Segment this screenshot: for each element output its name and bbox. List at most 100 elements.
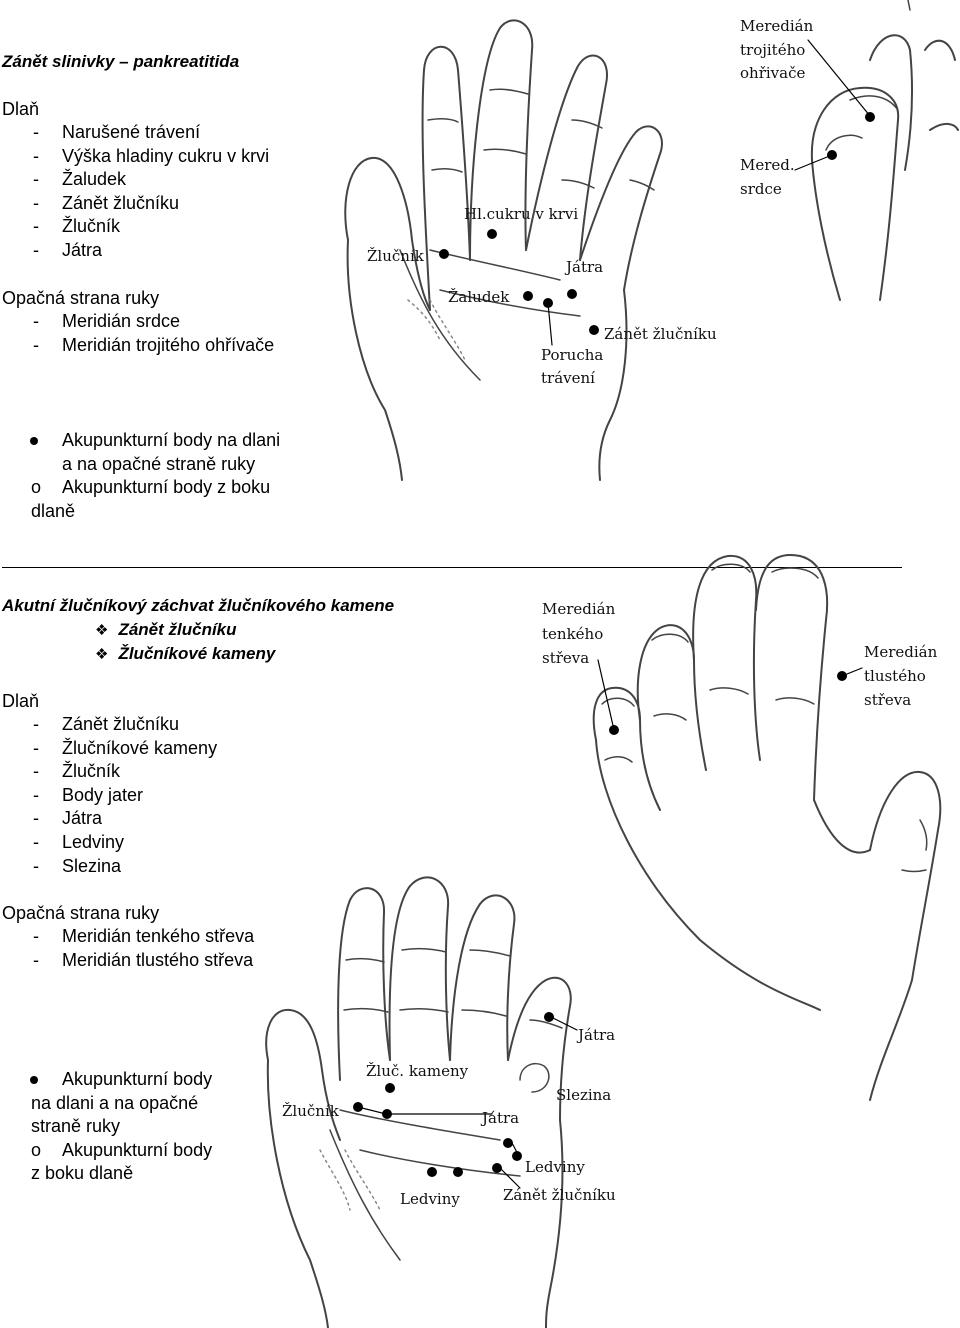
list-item: Zánět žlučníku: [0, 192, 269, 216]
point-ledviny-left-1: [427, 1167, 437, 1177]
legend-o-mark: o: [31, 1139, 42, 1160]
list-item: Meridián tenkého střeva: [0, 925, 254, 949]
label-jatra: Játra: [564, 258, 603, 276]
point-jatra: [567, 289, 577, 299]
label-ledviny-left: Ledviny: [400, 1190, 460, 1208]
diamond-bullet-icon: ❖: [95, 646, 109, 663]
label-meredian-tenk: Meredián: [542, 600, 616, 618]
section1-back-list: Meridián srdce Meridián trojitého ohříva…: [0, 310, 274, 357]
section2-palm-heading: Dlaň: [2, 691, 40, 711]
label-streva-2: střeva: [864, 691, 911, 709]
section1-palm-heading: Dlaň: [2, 99, 40, 119]
point-ledviny-right: [512, 1151, 522, 1161]
label-porucha: Porucha: [541, 346, 603, 364]
list-item: Narušené trávení: [0, 121, 269, 145]
section1-palm-list: Narušené trávení Výška hladiny cukru v k…: [0, 121, 269, 263]
point-meridian-tlusteho: [837, 671, 847, 681]
section-divider: [2, 567, 902, 568]
point-zanet: [589, 325, 599, 335]
bullet-icon: [30, 437, 38, 445]
point-poruchat: [543, 298, 553, 308]
section1-title: Zánět slinivky – pankreatitida: [2, 52, 240, 71]
list-item: Meridián tlustého střeva: [0, 949, 254, 973]
back-hand-1-drawing: [810, 0, 959, 301]
list-item: Žlučník: [0, 215, 269, 239]
label-mered: Mered.: [740, 156, 795, 174]
label-slezina: Slezina: [556, 1086, 611, 1104]
point-meridian-srdce: [827, 150, 837, 160]
section2-palm-list: Zánět žlučníku Žlučníkové kameny Žlučník…: [0, 713, 217, 878]
label-streva-1: střeva: [542, 649, 589, 667]
label-jatra: Játra: [480, 1109, 519, 1127]
legend-o-text: Akupunkturní body: [62, 1139, 213, 1160]
legend-o-text: Akupunkturní body z boku: [62, 477, 271, 498]
legend-bullet-cont: a na opačné straně ruky: [62, 453, 256, 474]
legend-o-mark: o: [31, 477, 42, 498]
legend-line: na dlani a na opačné: [31, 1092, 199, 1113]
label-hl-cukru: Hl.cukru v krvi: [464, 205, 578, 223]
list-item: Játra: [0, 239, 269, 263]
label-jatra-top: Játra: [576, 1026, 615, 1044]
label-zanet: Zánět žlučníku: [503, 1186, 616, 1204]
section2-back-list: Meridián tenkého střeva Meridián tlustéh…: [0, 925, 254, 972]
point-zanet: [492, 1163, 502, 1173]
point-meridian-tenkeho: [609, 725, 619, 735]
label-meredian-tlus: Meredián: [864, 643, 938, 661]
section2-legend: Akupunkturní body na dlani a na opačné s…: [0, 1068, 250, 1186]
list-item: Zánět žlučníku: [0, 713, 217, 737]
label-ledviny-right: Ledviny: [525, 1158, 585, 1176]
list-item: Výška hladiny cukru v krvi: [0, 145, 269, 169]
label-zluc-kameny: Žluč. kameny: [366, 1062, 469, 1080]
label-srdce: srdce: [740, 180, 782, 198]
label-trojiteho: trojitého: [740, 41, 805, 59]
point-ledviny-left-2: [453, 1167, 463, 1177]
point-zluc-kameny: [385, 1083, 395, 1093]
list-item: Ledviny: [0, 831, 217, 855]
list-item: Meridián trojitého ohřívače: [0, 334, 274, 358]
label-zaludek: Žaludek: [448, 288, 510, 306]
section2-sub2: ❖ Žlučníkové kameny: [95, 644, 275, 664]
list-item: Body jater: [0, 784, 217, 808]
palm-hand-2-drawing: [265, 876, 572, 1328]
point-zaludek: [523, 291, 533, 301]
label-meredian: Meredián: [740, 17, 814, 35]
point-jatra: [503, 1138, 513, 1148]
label-zanet: Zánět žlučníku: [604, 325, 717, 343]
list-item: Meridián srdce: [0, 310, 274, 334]
point-meridian-trojiteho: [865, 112, 875, 122]
sub2-text: Žlučníkové kameny: [118, 644, 276, 663]
list-item: Žlučníkové kameny: [0, 737, 217, 761]
back-hand-2-drawing: [592, 553, 942, 1101]
point-zlucnik: [439, 249, 449, 259]
label-ohrivace: ohřivače: [740, 64, 805, 82]
section2-sub1: ❖ Zánět žlučníku: [95, 620, 237, 640]
legend-o-cont: dlaně: [31, 500, 76, 521]
legend-line: straně ruky: [31, 1116, 121, 1137]
list-item: Žlučník: [0, 760, 217, 784]
diamond-bullet-icon: ❖: [95, 622, 109, 639]
legend-o-cont: z boku dlaně: [31, 1163, 134, 1184]
acupuncture-points: [353, 112, 875, 1177]
legend-bullet-text: Akupunkturní body na dlani: [62, 430, 281, 450]
section1-back-heading: Opačná strana ruky: [2, 288, 160, 308]
legend-bullet-text: Akupunkturní body: [62, 1069, 213, 1089]
label-tlusteho: tlustého: [864, 667, 926, 685]
section2-back-heading: Opačná strana ruky: [2, 903, 160, 923]
point-zlucnik: [353, 1102, 363, 1112]
bullet-icon: [30, 1076, 38, 1084]
point-zlucnik-2: [382, 1109, 392, 1119]
list-item: Žaludek: [0, 168, 269, 192]
list-item: Slezina: [0, 855, 217, 879]
palm-hand-1-drawing: [344, 19, 663, 481]
point-jatra-top: [544, 1012, 554, 1022]
section1-legend: Akupunkturní body na dlani a na opačné s…: [0, 429, 330, 523]
list-item: Játra: [0, 807, 217, 831]
section2-title: Akutní žlučníkový záchvat žlučníkového k…: [2, 596, 395, 615]
label-tenkeho: tenkého: [542, 625, 603, 643]
label-traveni: trávení: [541, 369, 595, 387]
label-zlucnik: Žlučník: [367, 247, 425, 265]
label-zlucnik: Žlučník: [282, 1102, 340, 1120]
sub1-text: Zánět žlučníku: [118, 620, 237, 639]
point-hl-cukru: [487, 229, 497, 239]
